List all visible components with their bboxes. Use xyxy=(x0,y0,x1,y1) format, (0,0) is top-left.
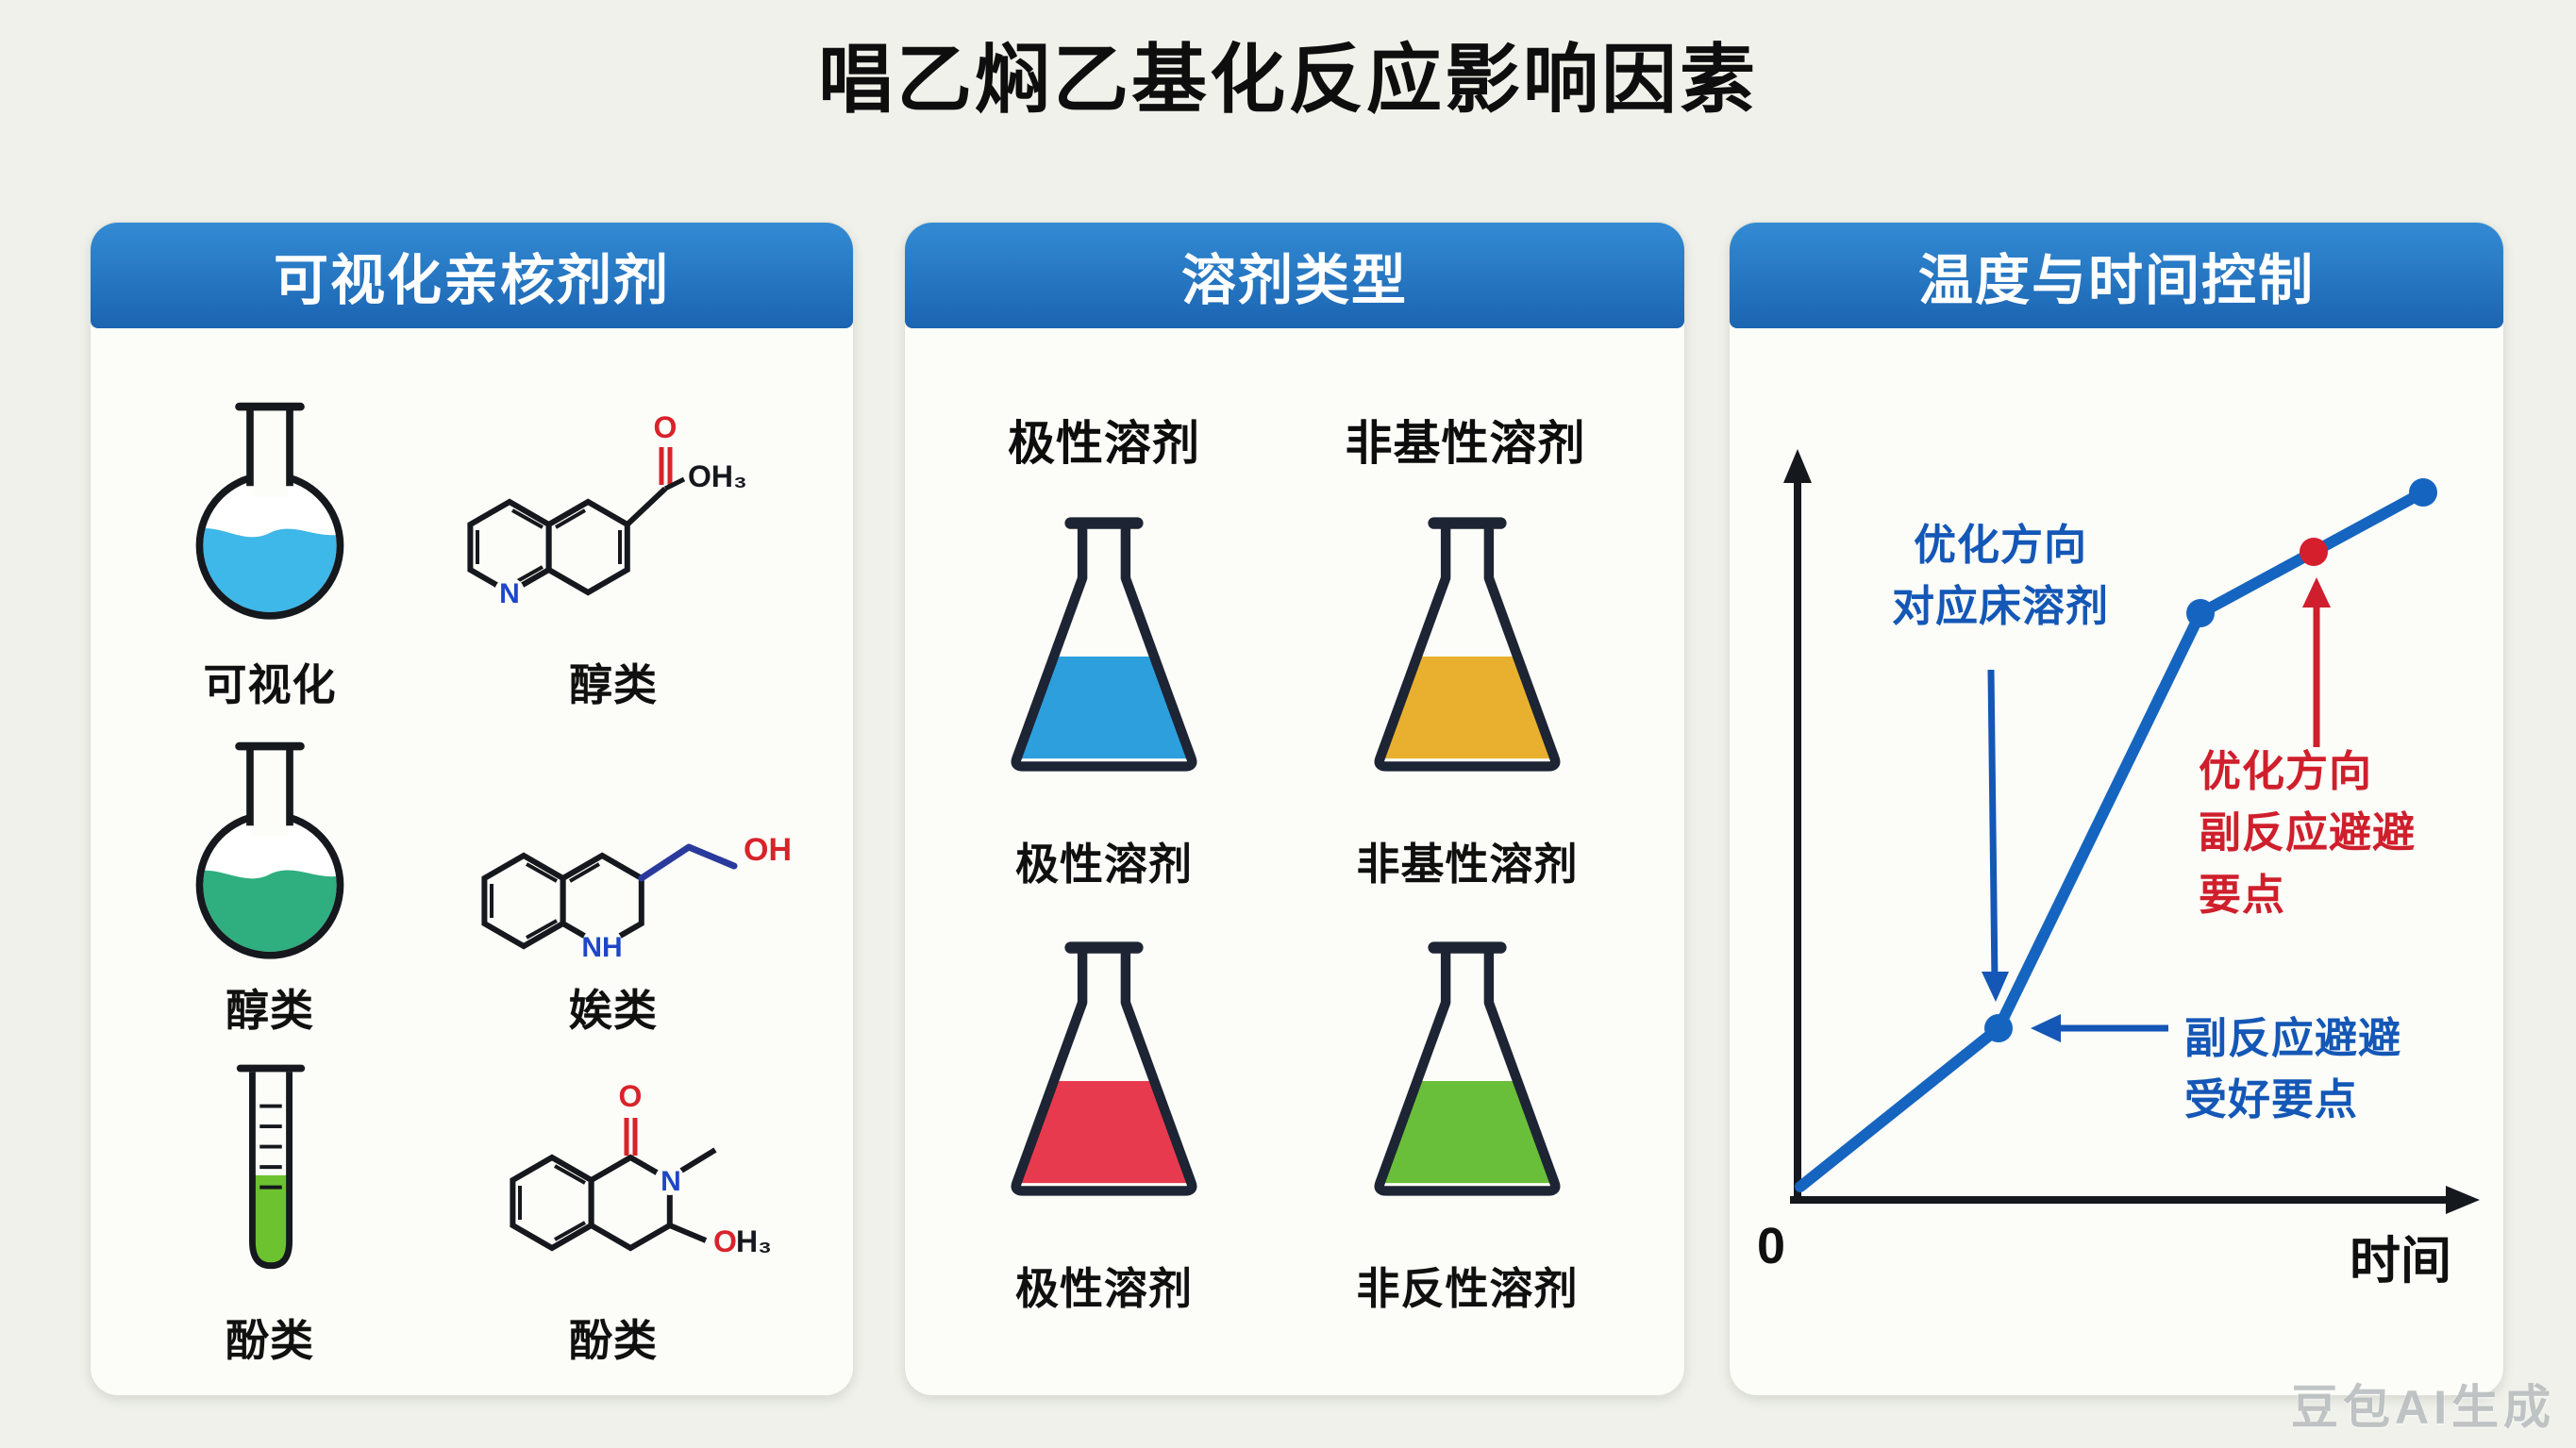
annotation-optimize: 优化方向 对应床溶剂 xyxy=(1854,514,2147,638)
blue-down-arrow xyxy=(1987,669,1999,984)
round-flask-green-icon xyxy=(195,741,344,959)
label-struct1: 醇类 xyxy=(569,660,658,709)
red-up-arrow-head xyxy=(2302,577,2331,607)
struct1-n-label: N xyxy=(499,578,520,609)
solvent-col2-header: 非基性溶剂 xyxy=(1345,417,1586,470)
y-axis-arrow xyxy=(1783,449,1812,483)
label-flask2: 醇类 xyxy=(226,986,314,1035)
flask-liquid xyxy=(1020,657,1188,759)
annotation-red-line3: 要点 xyxy=(2199,870,2286,919)
struct2-oh-label: OH xyxy=(744,832,792,868)
label-flask1: 可视化 xyxy=(203,660,337,709)
structure-amine-chain-icon: NH OH xyxy=(481,832,792,967)
struct2-nh-label: NH xyxy=(581,932,622,963)
struct3-n-label: N xyxy=(661,1166,681,1197)
label-struct2: 娭类 xyxy=(569,986,658,1035)
data-point-1 xyxy=(1984,1014,2013,1042)
annotation-red-line1: 优化方向 xyxy=(2199,747,2373,795)
panel-solvents: 溶剂类型 xyxy=(904,222,1685,1396)
annotation-blue2-line1: 副反应避避 xyxy=(2184,1014,2402,1062)
erlenmeyer-flask-blue-icon xyxy=(1011,517,1197,772)
struct3-o-bottom-label: O xyxy=(713,1224,737,1258)
label-solvent-flask3: 极性溶剂 xyxy=(1015,1264,1193,1313)
erlenmeyer-flask-red-icon xyxy=(1011,941,1197,1196)
origin-label: 0 xyxy=(1757,1218,1786,1274)
tube-liquid xyxy=(252,1174,290,1266)
flask-liquid xyxy=(1383,1081,1551,1184)
erlenmeyer-flask-yellow-icon xyxy=(1374,517,1561,772)
struct3-o-top-label: O xyxy=(619,1079,643,1113)
data-point-2 xyxy=(2186,599,2215,627)
panel-temperature-header: 温度与时间控制 xyxy=(1730,223,2503,328)
structure-lactam-icon: O N O H₃ xyxy=(510,1079,772,1258)
label-struct3: 酚类 xyxy=(569,1316,658,1365)
struct1-o-label: O xyxy=(654,410,677,444)
structure-quinoline-carboxyl-icon: N O OH₃ xyxy=(467,410,747,609)
panel-nucleophiles: 可视化亲核剂剂 xyxy=(90,222,854,1396)
annotation-optimize-line2: 对应床溶剂 xyxy=(1891,582,2109,631)
round-flask-blue-icon xyxy=(195,402,344,620)
data-point-4 xyxy=(2409,478,2437,507)
flask-liquid xyxy=(1383,657,1551,759)
data-point-red xyxy=(2300,538,2328,566)
label-solvent-flask4: 非反性溶剂 xyxy=(1356,1264,1579,1313)
label-solvent-flask1: 极性溶剂 xyxy=(1015,840,1193,889)
annotation-side-reaction-red: 优化方向 副反应避避 要点 xyxy=(2199,741,2463,925)
solvent-col1-header: 极性溶剂 xyxy=(1008,417,1200,470)
blue-left-arrow-head xyxy=(2031,1014,2061,1042)
panel-solvents-header: 溶剂类型 xyxy=(905,223,1684,328)
erlenmeyer-flask-green-icon xyxy=(1374,941,1561,1196)
temperature-time-chart xyxy=(1783,449,2480,1214)
blue-down-arrow-head xyxy=(1982,972,2009,1002)
annotation-blue2-line2: 受好要点 xyxy=(2184,1075,2359,1124)
x-axis-label: 时间 xyxy=(2350,1233,2451,1290)
x-axis-arrow xyxy=(2446,1186,2480,1214)
watermark: 豆包AI生成 xyxy=(2291,1381,2555,1434)
panel-nucleophiles-header: 可视化亲核剂剂 xyxy=(91,223,853,328)
annotation-side-reaction-blue: 副反应避避 受好要点 xyxy=(2184,1007,2467,1131)
flask-liquid xyxy=(1020,1081,1188,1184)
page-title: 唱乙焖乙基化反应影响因素 xyxy=(818,38,1758,122)
label-solvent-flask2: 非基性溶剂 xyxy=(1356,840,1579,889)
test-tube-green-icon xyxy=(236,1064,306,1270)
label-tube: 酚类 xyxy=(226,1316,314,1365)
annotation-red-line2: 副反应避避 xyxy=(2199,808,2417,857)
annotation-optimize-line1: 优化方向 xyxy=(1913,521,2087,569)
struct3-h3-label: H₃ xyxy=(736,1224,772,1258)
struct1-oh3-label: OH₃ xyxy=(688,459,747,493)
